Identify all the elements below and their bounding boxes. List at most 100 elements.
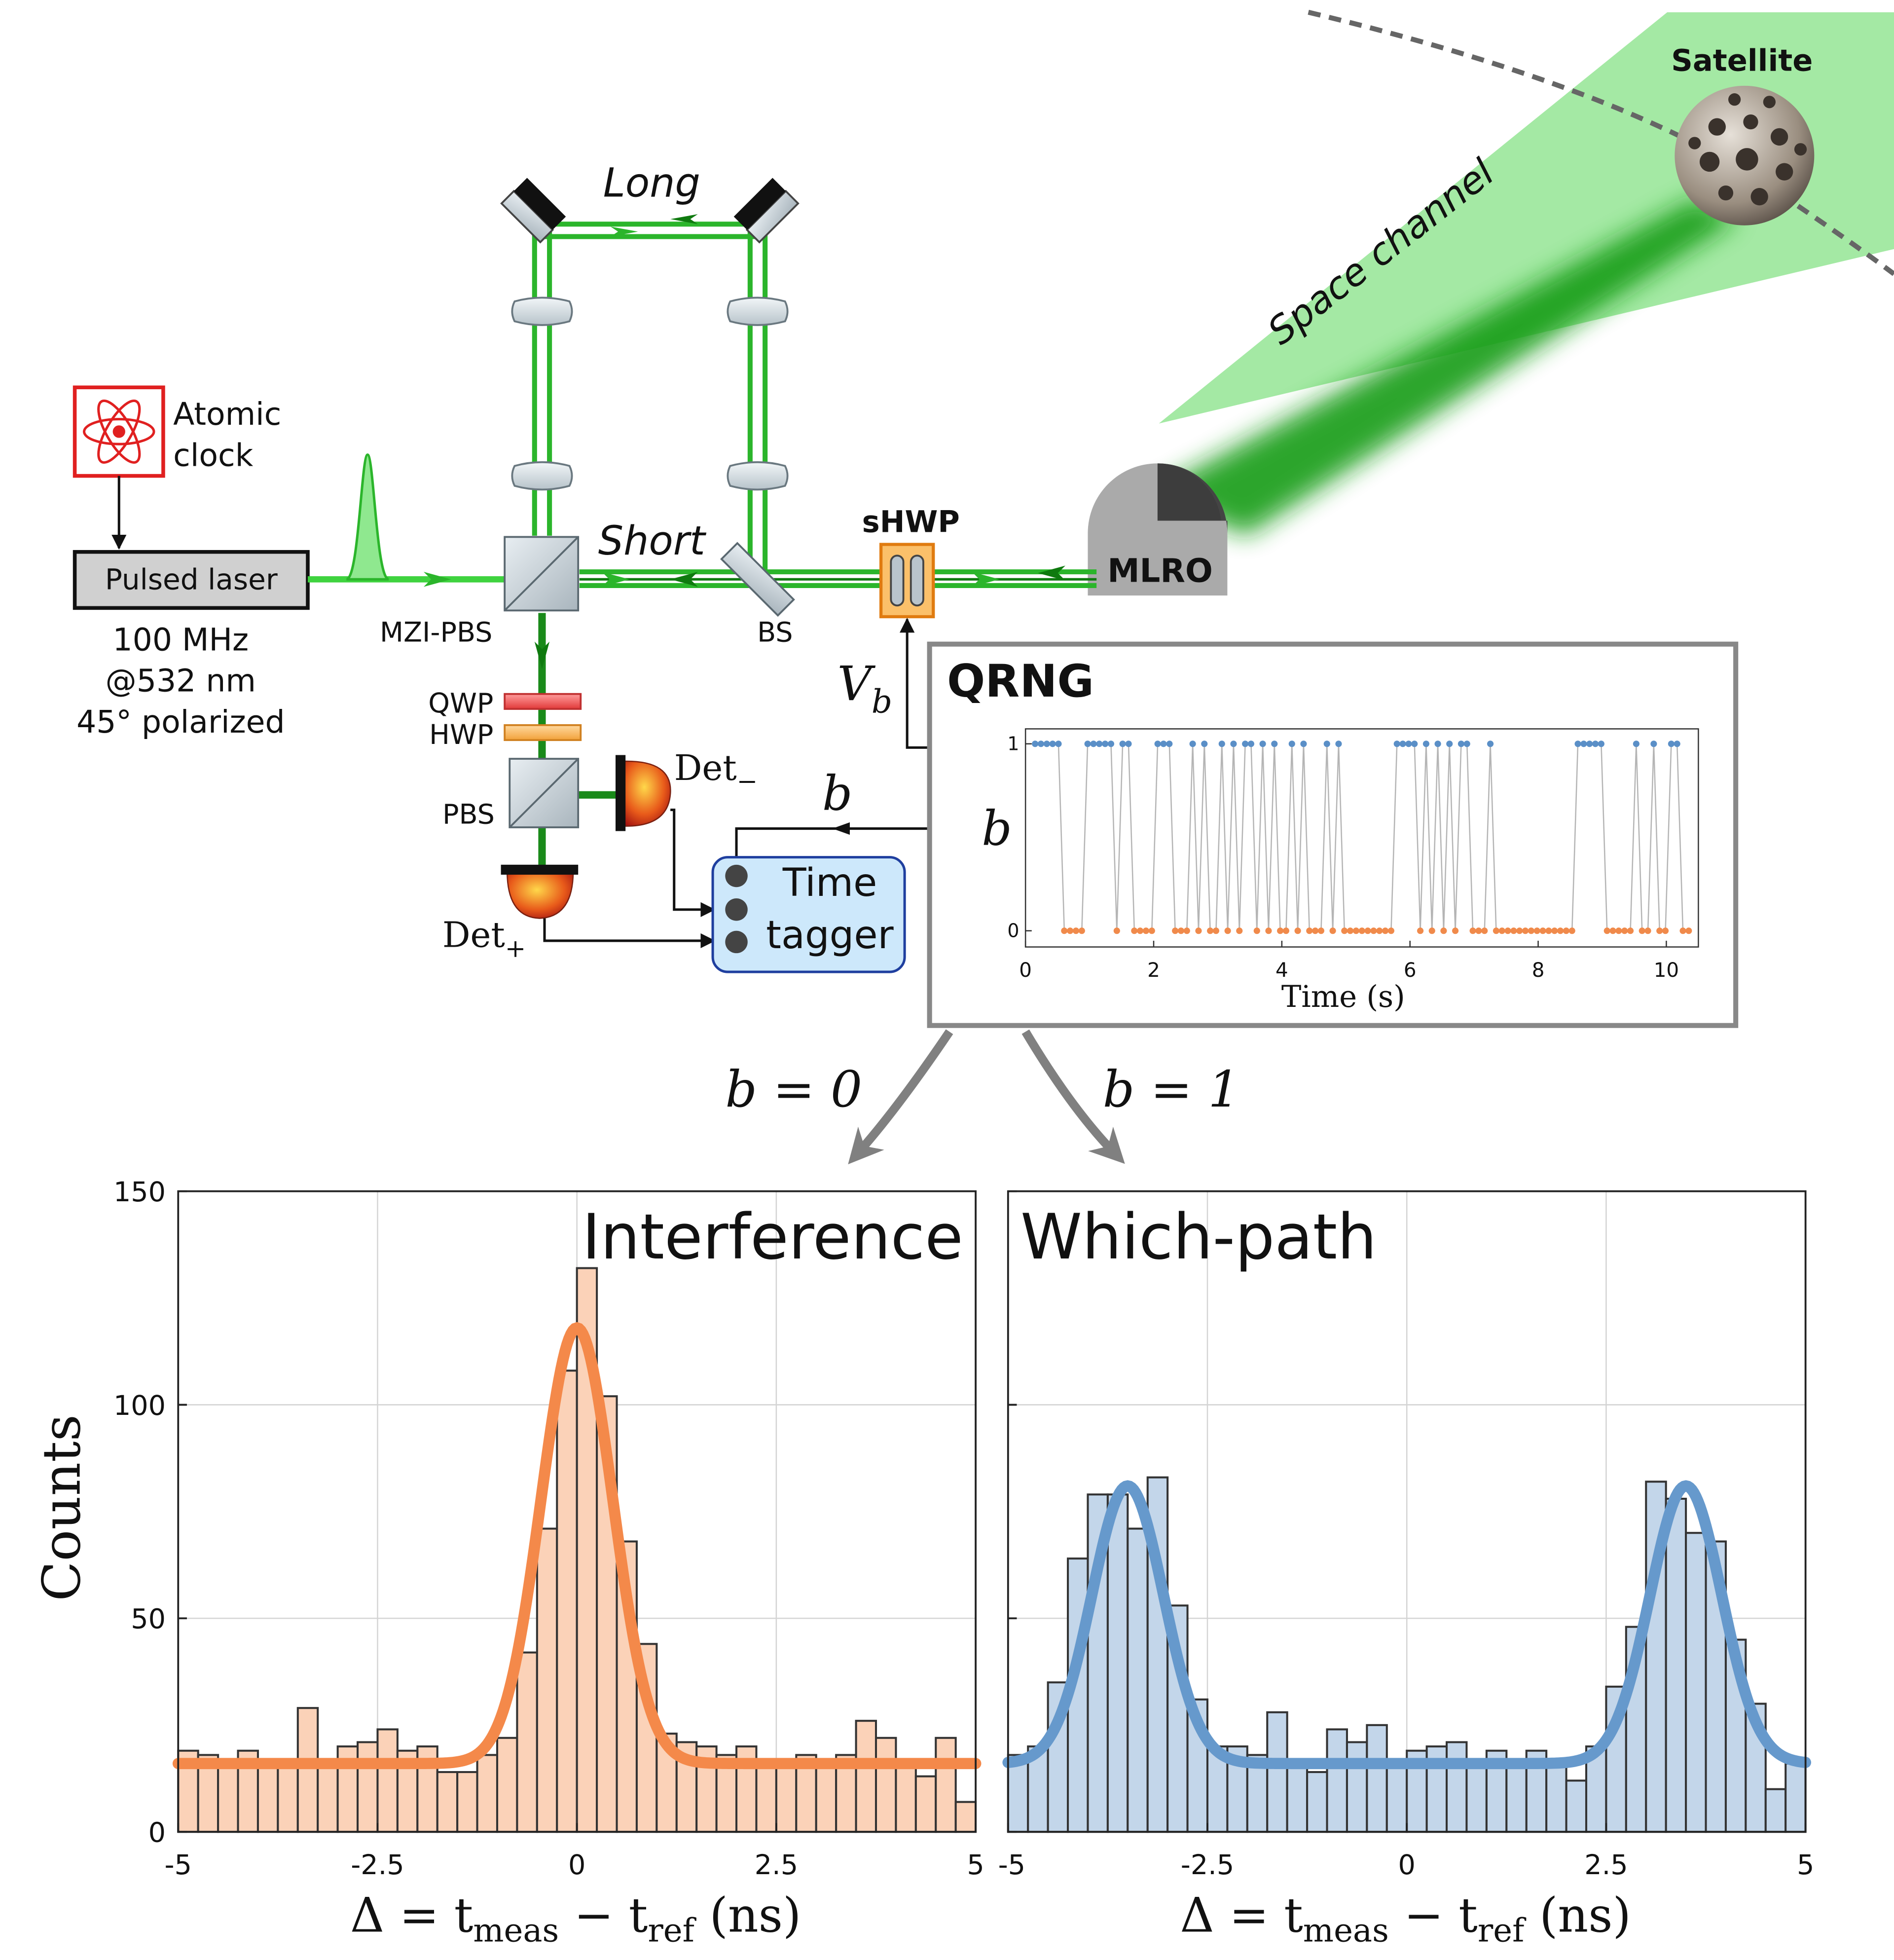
qrng-point-74 — [1463, 740, 1470, 747]
qrng-point-48 — [1312, 927, 1319, 934]
time-tagger-label-1: Time — [782, 860, 877, 905]
hist-left-bar-19 — [556, 1369, 578, 1833]
mirror-right — [733, 178, 800, 244]
qrng-point-4 — [1055, 740, 1062, 747]
hist-right-xtick-label-0: -5 — [998, 1849, 1025, 1881]
xlabel-left-lhs: Δ = t — [350, 1887, 473, 1943]
qrng-point-22 — [1160, 740, 1167, 747]
hwp-plate — [504, 724, 582, 741]
short-label: Short — [598, 518, 707, 564]
qrng-point-29 — [1201, 740, 1208, 747]
shwp-element: sHWP — [862, 505, 960, 619]
b1-label: b = 1 — [1103, 1060, 1240, 1118]
vb-label: V — [838, 656, 876, 711]
qrng-point-102 — [1627, 927, 1634, 934]
qrng-point-84 — [1522, 927, 1529, 934]
vb-subscript: b — [872, 683, 892, 721]
hist-left-bar-17 — [516, 1651, 538, 1833]
qrng-point-69 — [1434, 740, 1441, 747]
qrng-point-73 — [1457, 740, 1464, 747]
qrng-point-35 — [1236, 927, 1243, 934]
qrng-point-28 — [1195, 927, 1202, 934]
xlabel-left-minus: − t — [559, 1887, 648, 1943]
qrng-point-78 — [1487, 740, 1494, 747]
det-plus-label: Det — [442, 915, 505, 956]
hist-left-xtick-label-4: 5 — [967, 1849, 984, 1881]
qrng-point-68 — [1428, 927, 1435, 934]
hist-left-bar-9 — [357, 1741, 379, 1833]
hist-right-xtick-label-2: 0 — [1398, 1849, 1416, 1881]
det-plus-sub: + — [505, 934, 526, 963]
hist-right-bar-25 — [1505, 1762, 1528, 1833]
hist-left-ytick-label-0: 0 — [148, 1816, 166, 1849]
atomic-clock-label-1: Atomic — [173, 396, 281, 432]
space-link: Satellite Space channel — [1152, 9, 1894, 536]
qrng-point-75 — [1469, 927, 1476, 934]
qrng-point-2 — [1043, 740, 1050, 747]
b0-label: b = 0 — [725, 1060, 862, 1118]
qrng-point-52 — [1335, 740, 1342, 747]
hist-left-ytick-label-1: 50 — [131, 1603, 166, 1635]
qrng-point-107 — [1656, 927, 1663, 934]
qrng-point-91 — [1563, 927, 1569, 934]
qrng-point-30 — [1207, 927, 1214, 934]
hist-left-bar-37 — [914, 1775, 937, 1833]
svg-text:Det−: Det− — [674, 747, 758, 796]
hist-right-bar-15 — [1306, 1771, 1328, 1833]
qrng-point-87 — [1539, 927, 1546, 934]
long-label: Long — [603, 160, 700, 207]
hist-right-bar-39 — [1785, 1762, 1807, 1833]
qrng-ytick-label-1: 1 — [1007, 733, 1019, 754]
qrng-point-42 — [1277, 927, 1284, 934]
qrng-point-88 — [1545, 927, 1552, 934]
hist-right-xtick-label-4: 5 — [1797, 1849, 1814, 1881]
hist-right-bar-27 — [1545, 1758, 1567, 1833]
qrng-point-76 — [1475, 927, 1482, 934]
hist-left-bar-14 — [456, 1771, 478, 1833]
pulsed-laser-label: Pulsed laser — [105, 563, 278, 596]
svg-text:Δ = tmeas − tref (ns): Δ = tmeas − tref (ns) — [1180, 1887, 1631, 1949]
qrng-point-103 — [1633, 740, 1639, 747]
xlabel-left-ref: ref — [648, 1912, 696, 1950]
hist-left-xtick-label-0: -5 — [165, 1849, 192, 1881]
qrng-point-72 — [1452, 927, 1459, 934]
space-beam — [1152, 199, 1739, 536]
detector-plus: Det+ — [442, 864, 579, 963]
qrng-axes — [1024, 728, 1699, 948]
hist-left-bar-4 — [256, 1762, 279, 1833]
mzi-pbs-cube: MZI-PBS — [380, 536, 580, 649]
qrng-point-10 — [1090, 740, 1097, 747]
time-tagger-label-2: tagger — [766, 913, 894, 958]
qrng-point-82 — [1510, 927, 1517, 934]
qrng-point-90 — [1557, 927, 1564, 934]
hist-left-bar-5 — [277, 1758, 299, 1833]
qrng-point-71 — [1446, 740, 1453, 747]
xlabel-right-lhs: Δ = t — [1180, 1887, 1303, 1943]
shwp-label: sHWP — [862, 505, 960, 539]
hist-right-bar-6 — [1127, 1527, 1149, 1833]
qrng-point-77 — [1481, 927, 1488, 934]
hist-right-bar-28 — [1565, 1779, 1588, 1833]
hist-left-ytick-label-2: 100 — [113, 1390, 166, 1422]
qrng-point-60 — [1382, 927, 1389, 934]
qrng-point-9 — [1084, 740, 1091, 747]
qrng-point-64 — [1405, 740, 1412, 747]
lenses — [511, 296, 789, 491]
qrng-point-94 — [1580, 740, 1587, 747]
qrng-point-40 — [1265, 927, 1272, 934]
orbit-path — [1308, 9, 1894, 276]
qrng-point-66 — [1417, 927, 1424, 934]
hist-right-bar-34 — [1685, 1532, 1707, 1833]
b-wire-label: b — [822, 766, 852, 821]
qrng-xtick-label-8: 8 — [1532, 958, 1545, 982]
qrng-point-109 — [1668, 740, 1675, 747]
qrng-point-25 — [1177, 927, 1185, 934]
qrng-point-101 — [1621, 927, 1628, 934]
qrng-point-67 — [1422, 740, 1429, 747]
qrng-point-14 — [1113, 927, 1120, 934]
qrng-point-105 — [1644, 927, 1651, 934]
qrng-point-11 — [1096, 740, 1103, 747]
hist-right-bar-33 — [1665, 1497, 1687, 1833]
